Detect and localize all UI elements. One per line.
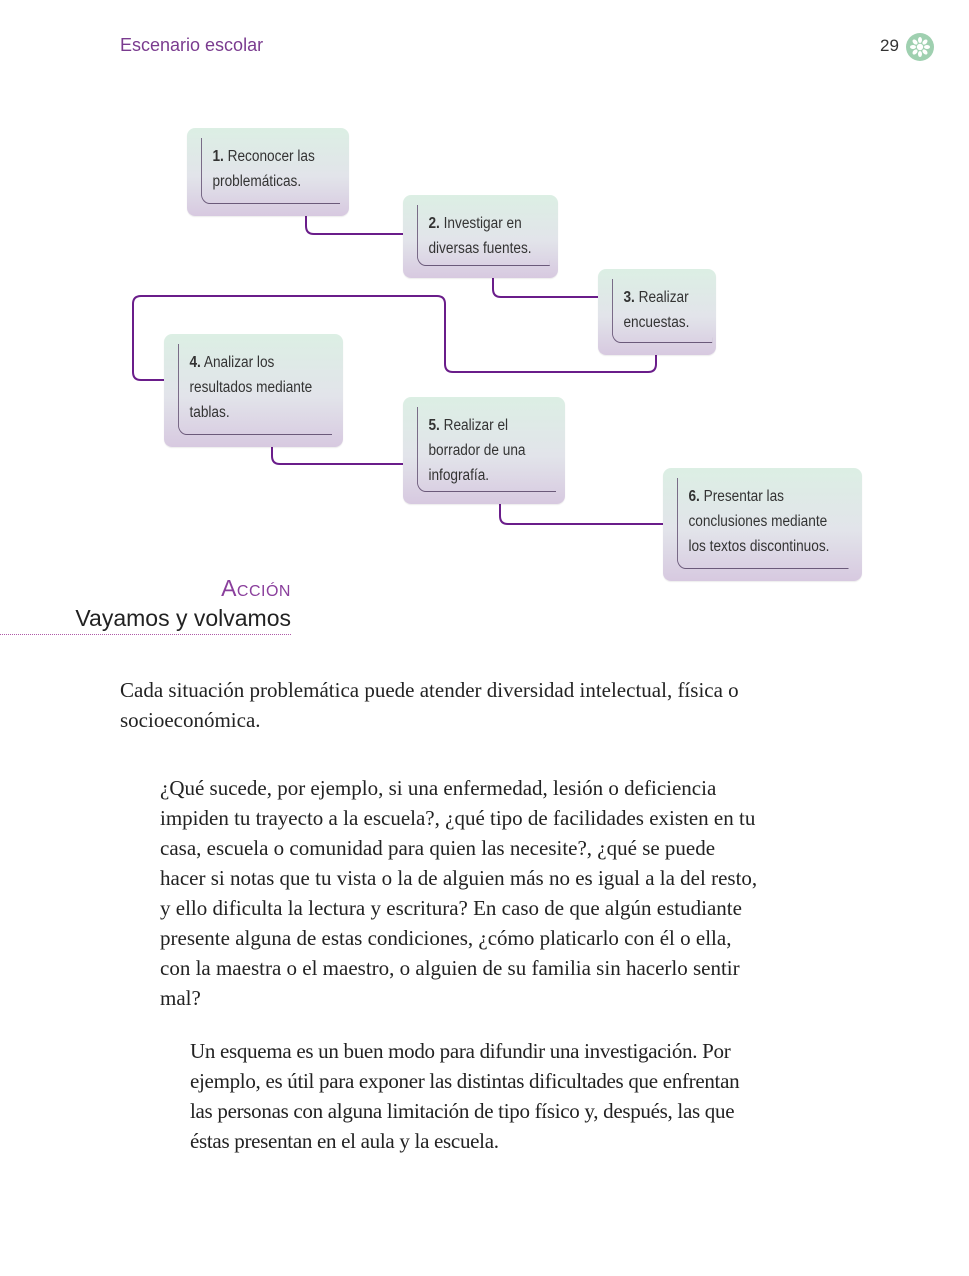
intro-paragraph: Cada situación problemática puede atende… [120, 678, 739, 732]
connector-2-3 [492, 268, 603, 298]
connector-5-6 [499, 494, 672, 525]
gear-flower-icon [906, 33, 934, 61]
section-kicker: Acción [221, 575, 291, 601]
connector-3-4 [132, 295, 657, 381]
connector-1-2 [305, 205, 408, 235]
section-title: Vayamos y volvamos [75, 605, 291, 631]
section-divider [0, 634, 291, 635]
connector-4-5 [271, 435, 413, 465]
page-number: 29 [880, 36, 899, 55]
running-header-title: Escenario escolar [120, 35, 264, 55]
note-paragraph: Un esquema es un buen modo para difundir… [190, 1039, 740, 1153]
question-paragraph: ¿Qué sucede, por ejemplo, si una enferme… [160, 776, 758, 1010]
